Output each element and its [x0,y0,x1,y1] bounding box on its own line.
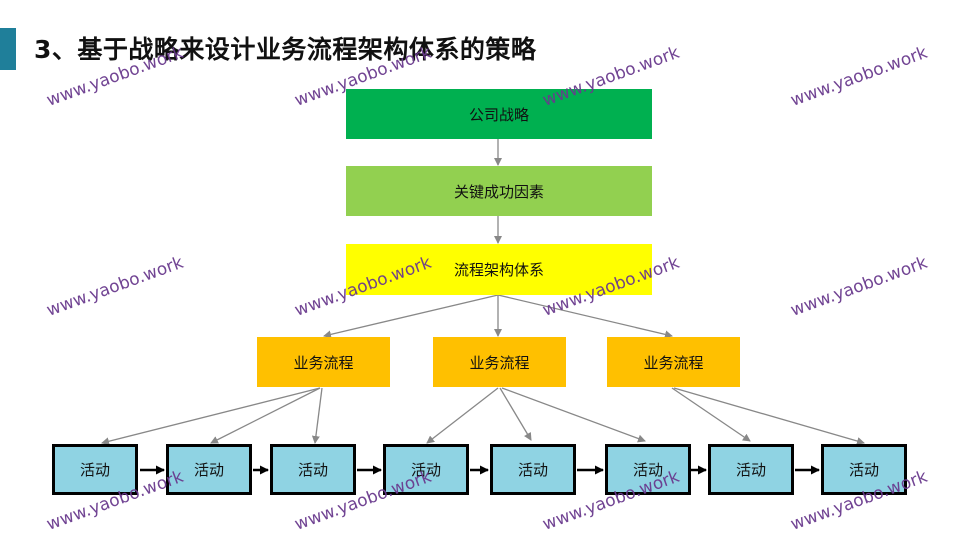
process-architecture-box: 流程架构体系 [346,244,652,295]
strategy-box: 公司战略 [346,89,652,139]
activity-box-3: 活动 [270,444,356,495]
business-process-box-2: 业务流程 [433,337,566,387]
arrow-process-3-to-activity-7 [671,387,751,442]
activity-box-6: 活动 [605,444,691,495]
arrow-process-1-to-activity-3 [311,387,323,444]
business-process-box-1: 业务流程 [257,337,390,387]
arrow-process-1-to-activity-1 [101,387,321,446]
activity-box-8: 活动 [821,444,907,495]
activity-box-5: 活动 [490,444,576,495]
activity-box-4: 活动 [383,444,469,495]
arrow-process-3-to-activity-8 [673,387,865,445]
arrow-process-2-to-activity-5 [499,387,532,441]
arrow-architecture-to-process-1 [323,294,499,339]
business-process-box-3: 业务流程 [607,337,740,387]
key-success-factors-box: 关键成功因素 [346,166,652,216]
title-accent-bar [0,28,16,70]
activity-box-1: 活动 [52,444,138,495]
activity-box-2: 活动 [166,444,252,495]
arrow-architecture-to-process-3 [497,294,673,339]
slide-title: 3、基于战略来设计业务流程架构体系的策略 [34,35,537,64]
arrow-process-1-to-activity-2 [210,387,321,444]
activity-box-7: 活动 [708,444,794,495]
arrow-process-2-to-activity-6 [501,387,646,443]
arrow-process-2-to-activity-4 [426,387,499,444]
